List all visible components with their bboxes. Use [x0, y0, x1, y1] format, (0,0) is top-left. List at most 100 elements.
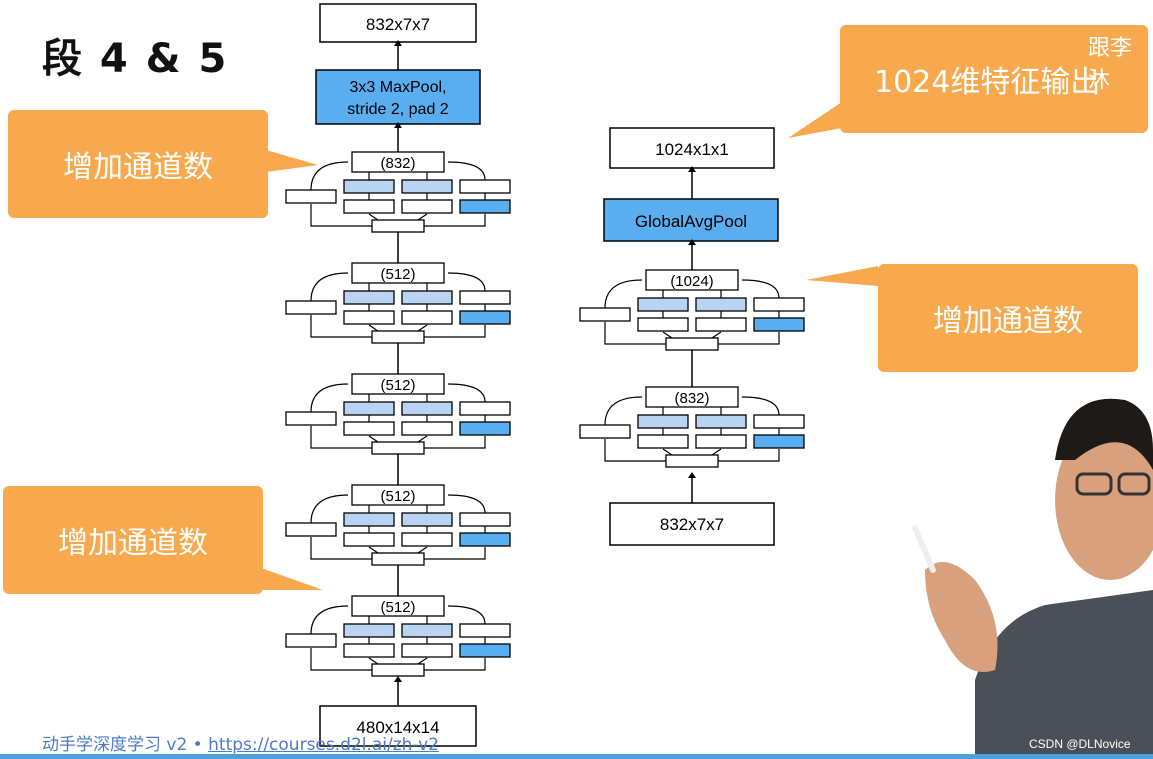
conv-box — [459, 310, 511, 325]
concat-box — [645, 269, 739, 291]
callout-top-right-text: 1024维特征输出 — [874, 65, 1101, 100]
input-box — [371, 330, 425, 344]
callout-right-middle-text: 增加通道数 — [933, 304, 1083, 339]
pool-box — [753, 414, 805, 429]
block-channels-label: (832) — [674, 390, 709, 407]
conv-box — [695, 414, 747, 429]
concat-box — [351, 151, 445, 173]
pool-box — [459, 290, 511, 305]
concat-box — [351, 595, 445, 617]
conv-box — [637, 317, 689, 332]
left-input-label: 480x14x14 — [356, 718, 439, 737]
pool-box — [459, 512, 511, 527]
right-output-label: 1024x1x1 — [655, 140, 729, 159]
inception-block: (512) — [285, 373, 511, 455]
conv-box — [695, 434, 747, 449]
input-box — [371, 663, 425, 677]
block-channels-label: (512) — [380, 488, 415, 505]
input-box — [665, 337, 719, 351]
inception-block: (512) — [285, 262, 511, 344]
conv-box — [401, 199, 453, 214]
conv-box — [401, 623, 453, 638]
left-column: 832x7x7 3x3 MaxPool, stride 2, pad 2 480… — [315, 3, 481, 747]
conv-box — [401, 310, 453, 325]
conv-box — [637, 297, 689, 312]
footer-bar — [0, 754, 1153, 759]
callout-bottom-left-text: 增加通道数 — [58, 526, 208, 561]
conv-box — [343, 532, 395, 547]
conv-box — [343, 421, 395, 436]
callout-top-left-tail — [266, 150, 318, 172]
left-output-box — [319, 3, 477, 43]
conv-box — [343, 623, 395, 638]
concat-box — [645, 386, 739, 408]
conv-box — [343, 401, 395, 416]
left-maxpool-box — [315, 69, 481, 125]
conv-box — [459, 421, 511, 436]
right-column: 1024x1x1 GlobalAvgPool 832x7x7 — [603, 127, 779, 546]
pool-box — [459, 179, 511, 194]
conv-box — [285, 522, 337, 537]
conv-box — [285, 300, 337, 315]
callout-right-middle: 增加通道数 — [878, 264, 1138, 372]
left-input-box — [319, 705, 477, 747]
inception-block: (512) — [285, 484, 511, 566]
conv-box — [695, 297, 747, 312]
right-input-label: 832x7x7 — [660, 515, 724, 534]
input-box — [371, 219, 425, 233]
block-channels-label: (512) — [380, 377, 415, 394]
left-maxpool-line2: stride 2, pad 2 — [347, 101, 449, 118]
conv-box — [637, 414, 689, 429]
right-globalavgpool-label: GlobalAvgPool — [635, 212, 747, 231]
conv-box — [401, 512, 453, 527]
conv-box — [459, 643, 511, 658]
right-input-box — [609, 502, 775, 546]
footer-link[interactable]: https://courses.d2l.ai/zh-v2 — [208, 735, 440, 755]
conv-box — [285, 633, 337, 648]
left-maxpool-line1: 3x3 MaxPool, — [350, 79, 447, 96]
inception-block: (512) — [285, 595, 511, 677]
conv-box — [343, 310, 395, 325]
presenter-video — [912, 398, 1153, 759]
conv-box — [637, 434, 689, 449]
conv-box — [343, 179, 395, 194]
right-globalavgpool-box — [603, 198, 779, 242]
conv-box — [401, 421, 453, 436]
conv-box — [579, 424, 631, 439]
conv-box — [753, 434, 805, 449]
left-inception-blocks: (832) (512) (512) (512) (512) — [285, 151, 511, 677]
concat-box — [351, 484, 445, 506]
slide-title: 段 4 & 5 — [42, 36, 229, 82]
block-channels-label: (512) — [380, 266, 415, 283]
input-box — [665, 454, 719, 468]
callout-bottom-left-tail — [261, 568, 323, 590]
input-box — [371, 552, 425, 566]
inception-block: (1024) — [579, 269, 805, 351]
footer: 动手学深度学习 v2 • https://courses.d2l.ai/zh-v… — [42, 730, 439, 755]
block-channels-label: (1024) — [670, 273, 713, 290]
right-inception-blocks: (1024) (832) — [579, 269, 805, 468]
callout-top-right-tail — [788, 102, 842, 138]
conv-box — [695, 317, 747, 332]
callout-top-left-text: 增加通道数 — [63, 150, 213, 185]
inception-block: (832) — [579, 386, 805, 468]
speaker-tag: 跟李沐 — [1088, 36, 1133, 93]
conv-box — [579, 307, 631, 322]
block-channels-label: (512) — [380, 599, 415, 616]
conv-box — [285, 411, 337, 426]
conv-box — [343, 643, 395, 658]
watermark: CSDN @DLNovice — [1029, 737, 1131, 751]
conv-box — [285, 189, 337, 204]
callout-right-middle-tail — [806, 266, 878, 286]
concat-box — [351, 373, 445, 395]
conv-box — [343, 290, 395, 305]
conv-box — [343, 199, 395, 214]
conv-box — [401, 179, 453, 194]
inception-block: (832) — [285, 151, 511, 233]
callout-top-left: 增加通道数 — [8, 110, 268, 218]
input-box — [371, 441, 425, 455]
pool-box — [753, 297, 805, 312]
callout-top-right: 1024维特征输出 — [840, 25, 1148, 133]
